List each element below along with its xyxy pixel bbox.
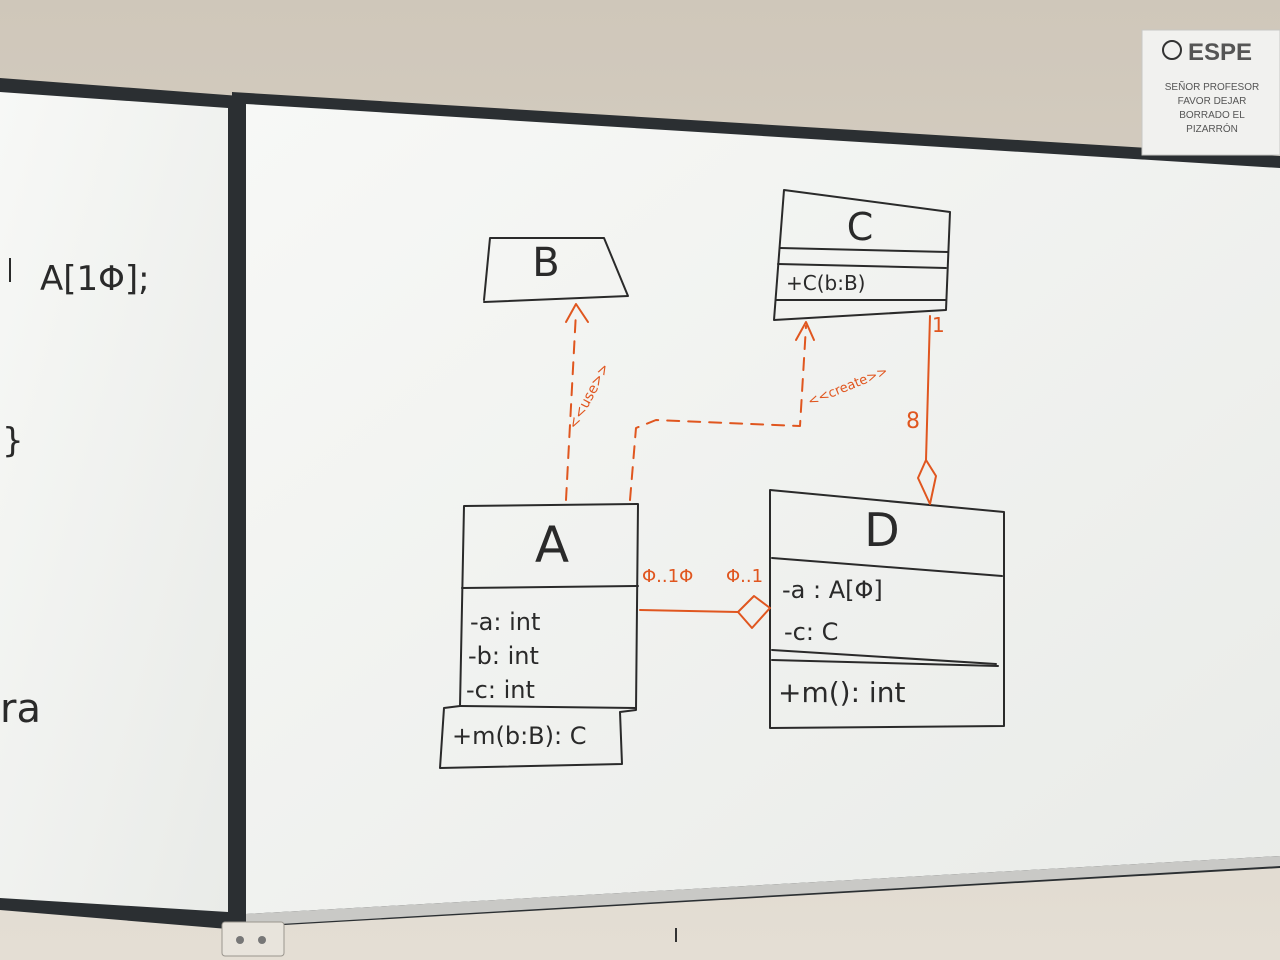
aggregation-c-d: 1 8 bbox=[906, 313, 945, 505]
multiplicity-c: 1 bbox=[932, 313, 945, 337]
class-c: C +C(b:B) bbox=[773, 189, 951, 321]
class-b-name: B bbox=[532, 240, 559, 286]
class-d-name: D bbox=[864, 503, 899, 557]
left-board-writing: A[1Φ]; } ra bbox=[0, 258, 150, 732]
class-a-attr-c: -c: int bbox=[466, 676, 535, 704]
sign-line-2: FAVOR DEJAR bbox=[1178, 96, 1247, 107]
sign-line-3: BORRADO EL bbox=[1179, 110, 1245, 121]
main-whiteboard bbox=[232, 92, 1280, 928]
multiplicity-d: Φ..1 bbox=[726, 566, 763, 587]
left-whiteboard bbox=[0, 78, 240, 930]
class-d-attr-a: -a : A[Φ] bbox=[782, 576, 883, 604]
left-code-brace: } bbox=[2, 421, 24, 461]
class-a: A -a: int -b: int -c: int +m(b:B): C bbox=[439, 503, 639, 769]
class-d-operation: +m(): int bbox=[778, 676, 905, 709]
class-d-attr-c: -c: C bbox=[784, 618, 838, 646]
left-code-fragment: ra bbox=[0, 686, 41, 732]
sign-line-1: SEÑOR PROFESOR bbox=[1165, 80, 1259, 93]
class-c-operation: +C(b:B) bbox=[786, 271, 865, 295]
class-a-name: A bbox=[535, 516, 569, 574]
class-c-name: C bbox=[847, 205, 874, 249]
class-a-operation: +m(b:B): C bbox=[452, 722, 586, 750]
class-d: D -a : A[Φ] -c: C +m(): int bbox=[769, 489, 1005, 729]
wall-socket bbox=[221, 921, 285, 957]
espe-sign: ESPE SEÑOR PROFESOR FAVOR DEJAR BORRADO … bbox=[1141, 29, 1280, 156]
sign-line-4: PIZARRÓN bbox=[1186, 122, 1238, 135]
class-b: B bbox=[483, 237, 629, 303]
class-a-attr-b: -b: int bbox=[468, 642, 539, 670]
uml-diagram: B C +C(b:B) A -a: int -b: int -c: int +m… bbox=[439, 189, 1005, 769]
espe-logo: ESPE bbox=[1188, 39, 1252, 66]
espe-seal-icon bbox=[1162, 40, 1182, 60]
multiplicity-a: Φ..1Φ bbox=[642, 566, 693, 587]
left-code-array: A[1Φ]; bbox=[40, 259, 150, 299]
aggregation-a-d: Φ..1Φ Φ..1 bbox=[639, 566, 771, 629]
class-a-attr-a: -a: int bbox=[470, 608, 540, 636]
multiplicity-d-c: 8 bbox=[906, 409, 920, 434]
